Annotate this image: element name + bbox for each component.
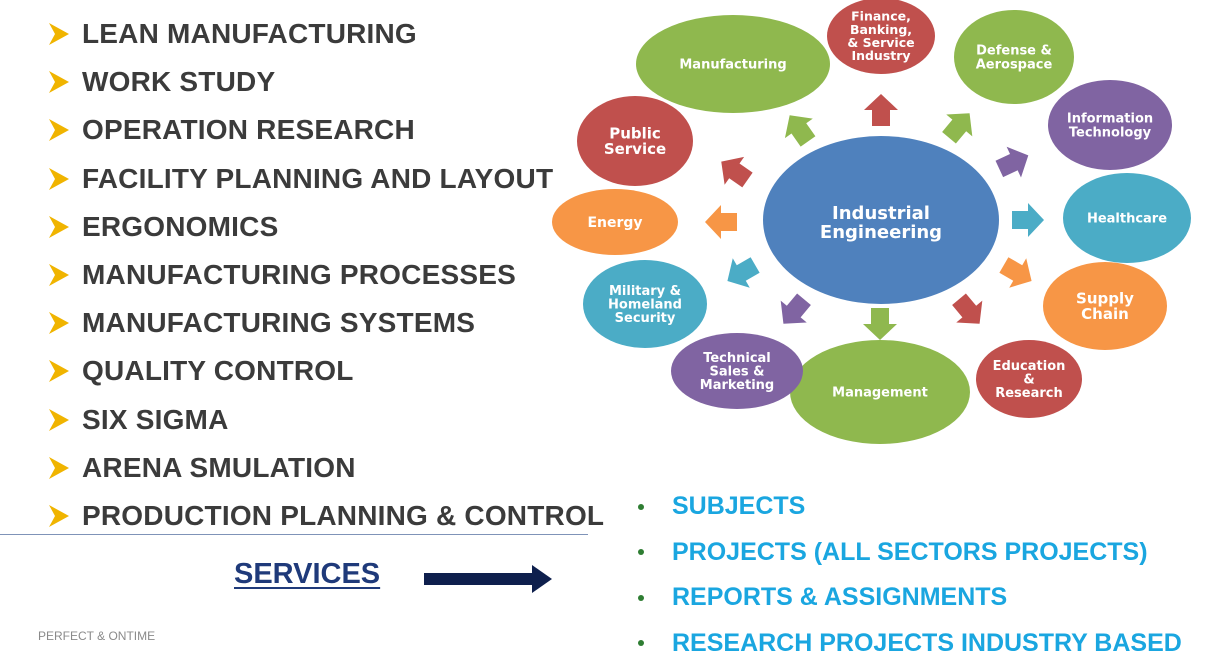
topic-item: OPERATION RESEARCH [48, 106, 604, 154]
healthcare-label: Healthcare [1087, 212, 1167, 227]
it-arrow-icon [992, 140, 1035, 184]
supply-chain-label: Chain [1081, 305, 1129, 323]
arrow-bullet-icon [48, 70, 70, 94]
topic-item: SIX SIGMA [48, 396, 604, 444]
topic-label: ERGONOMICS [82, 211, 278, 243]
arrow-bullet-icon [48, 167, 70, 191]
service-item: RESEARCH PROJECTS INDUSTRY BASED [636, 621, 1182, 666]
service-item: PROJECTS (ALL SECTORS PROJECTS) [636, 530, 1182, 576]
service-label: REPORTS & ASSIGNMENTS [672, 583, 1007, 612]
military-label: Security [615, 311, 676, 326]
technical-sales-label: Marketing [700, 378, 774, 393]
arrow-bullet-icon [48, 311, 70, 335]
arrow-bullet-icon [48, 263, 70, 287]
topic-label: LEAN MANUFACTURING [82, 18, 417, 50]
topic-label: OPERATION RESEARCH [82, 114, 415, 146]
topic-item: QUALITY CONTROL [48, 347, 604, 395]
topic-label: WORK STUDY [82, 66, 275, 98]
energy-node: Energy [552, 189, 678, 255]
divider-line [0, 534, 588, 535]
education-label: Research [995, 386, 1063, 401]
healthcare-arrow-icon [1012, 203, 1044, 237]
manufacturing-node: Manufacturing [636, 15, 830, 113]
arrow-bullet-icon [48, 118, 70, 142]
topic-item: WORK STUDY [48, 58, 604, 106]
military-arrow-icon [719, 250, 764, 295]
topic-label: MANUFACTURING PROCESSES [82, 259, 516, 291]
public-service-label: Service [604, 140, 666, 158]
topic-item: MANUFACTURING PROCESSES [48, 251, 604, 299]
service-item: SUBJECTS [636, 484, 1182, 530]
topic-item: FACILITY PLANNING AND LAYOUT [48, 155, 604, 203]
bullet-dot-icon [638, 640, 644, 646]
management-label: Management [832, 386, 928, 401]
bullet-dot-icon [638, 549, 644, 555]
right-arrow-icon [424, 565, 552, 593]
manufacturing-label: Manufacturing [679, 58, 786, 73]
defense-label: Aerospace [976, 57, 1053, 72]
topic-label: SIX SIGMA [82, 404, 229, 436]
defense-arrow-icon [936, 102, 983, 148]
arrow-bullet-icon [48, 456, 70, 480]
education-arrow-icon [946, 288, 993, 334]
education-node: Education&Research [976, 340, 1082, 418]
service-label: PROJECTS (ALL SECTORS PROJECTS) [672, 538, 1148, 567]
bullet-dot-icon [638, 595, 644, 601]
arrow-bullet-icon [48, 408, 70, 432]
topic-item: LEAN MANUFACTURING [48, 10, 604, 58]
topic-item: MANUFACTURING SYSTEMS [48, 299, 604, 347]
topic-item: ERGONOMICS [48, 203, 604, 251]
services-heading: SERVICES [234, 558, 380, 591]
bullet-dot-icon [638, 504, 644, 510]
topic-item: PRODUCTION PLANNING & CONTROL [48, 492, 604, 540]
arrow-bullet-icon [48, 504, 70, 528]
service-label: SUBJECTS [672, 492, 805, 521]
service-label: RESEARCH PROJECTS INDUSTRY BASED [672, 629, 1182, 658]
management-node: Management [790, 340, 970, 444]
finance-arrow-icon [864, 94, 898, 126]
service-item: REPORTS & ASSIGNMENTS [636, 575, 1182, 621]
footer-tagline: PERFECT & ONTIME [38, 629, 155, 643]
supply-chain-arrow-icon [995, 250, 1040, 295]
public-service-arrow-icon [712, 148, 758, 194]
healthcare-node: Healthcare [1063, 173, 1191, 263]
arrow-bullet-icon [48, 22, 70, 46]
defense-node: Defense &Aerospace [954, 10, 1074, 104]
topic-label: MANUFACTURING SYSTEMS [82, 307, 475, 339]
arrow-bullet-icon [48, 215, 70, 239]
topic-label: PRODUCTION PLANNING & CONTROL [82, 500, 604, 532]
topic-label: ARENA SMULATION [82, 452, 356, 484]
energy-arrow-icon [705, 205, 737, 239]
it-label: Technology [1069, 125, 1152, 140]
topic-label: FACILITY PLANNING AND LAYOUT [82, 163, 553, 195]
services-list: SUBJECTS PROJECTS (ALL SECTORS PROJECTS)… [636, 484, 1182, 666]
topic-item: ARENA SMULATION [48, 444, 604, 492]
topic-label: QUALITY CONTROL [82, 355, 354, 387]
management-arrow-icon [863, 308, 897, 340]
topic-list: LEAN MANUFACTURING WORK STUDY OPERATION … [48, 10, 604, 540]
technical-sales-arrow-icon [770, 288, 817, 334]
center-label: Industrial [832, 203, 930, 224]
finance-label: Industry [851, 48, 910, 63]
manufacturing-arrow-icon [776, 106, 822, 152]
arrow-bullet-icon [48, 359, 70, 383]
center-label: Engineering [820, 222, 942, 243]
energy-label: Energy [587, 215, 642, 231]
